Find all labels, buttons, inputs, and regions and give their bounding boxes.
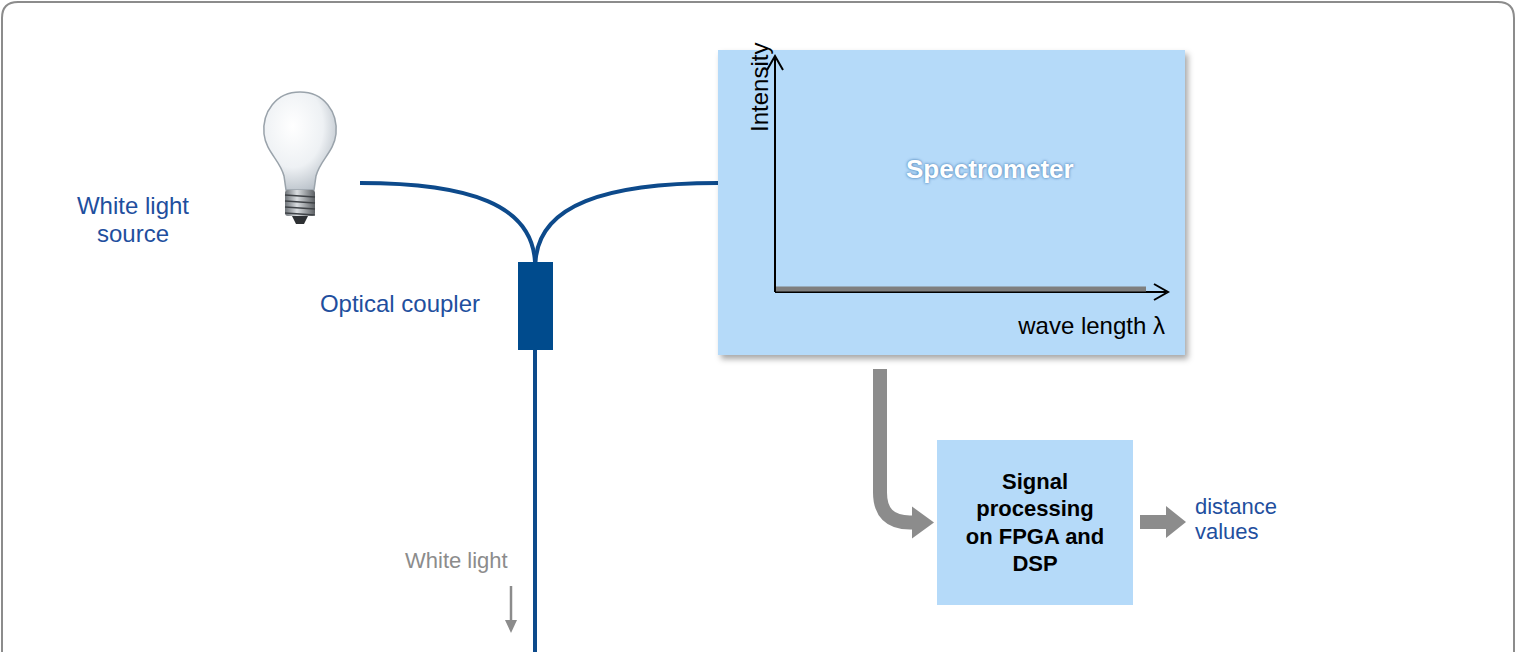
source-fiber xyxy=(360,183,535,262)
spectrum-axes xyxy=(718,50,1185,355)
output-label: distance values xyxy=(1195,494,1307,545)
light-bulb-icon xyxy=(264,92,336,224)
optical-coupler: Optical coupler xyxy=(518,262,553,350)
probe-fiber xyxy=(533,350,537,652)
coupler-label: Optical coupler xyxy=(320,290,480,318)
light-label: White light xyxy=(405,548,545,573)
box-title: Spectrometer xyxy=(906,154,1074,185)
arrow-head xyxy=(912,507,934,539)
axis-label: wave length λ xyxy=(1018,312,1165,340)
x-axis xyxy=(775,284,1168,300)
output-arrow xyxy=(1140,506,1186,538)
flat-spectrum xyxy=(776,287,1146,292)
light-direction-arrow xyxy=(505,586,517,633)
axis-label: Intensity xyxy=(746,43,774,132)
spectrometer-box: IntensitySpectrometerwave length λ xyxy=(718,50,1185,355)
connector xyxy=(880,369,934,539)
box-text: Signal processing on FPGA and DSP xyxy=(960,468,1110,578)
connector xyxy=(536,183,719,262)
connector-line xyxy=(880,369,914,523)
signal-processing-box: Signal processing on FPGA and DSP xyxy=(937,440,1133,605)
source-label: White light source xyxy=(58,192,208,247)
connector-line xyxy=(536,183,719,262)
